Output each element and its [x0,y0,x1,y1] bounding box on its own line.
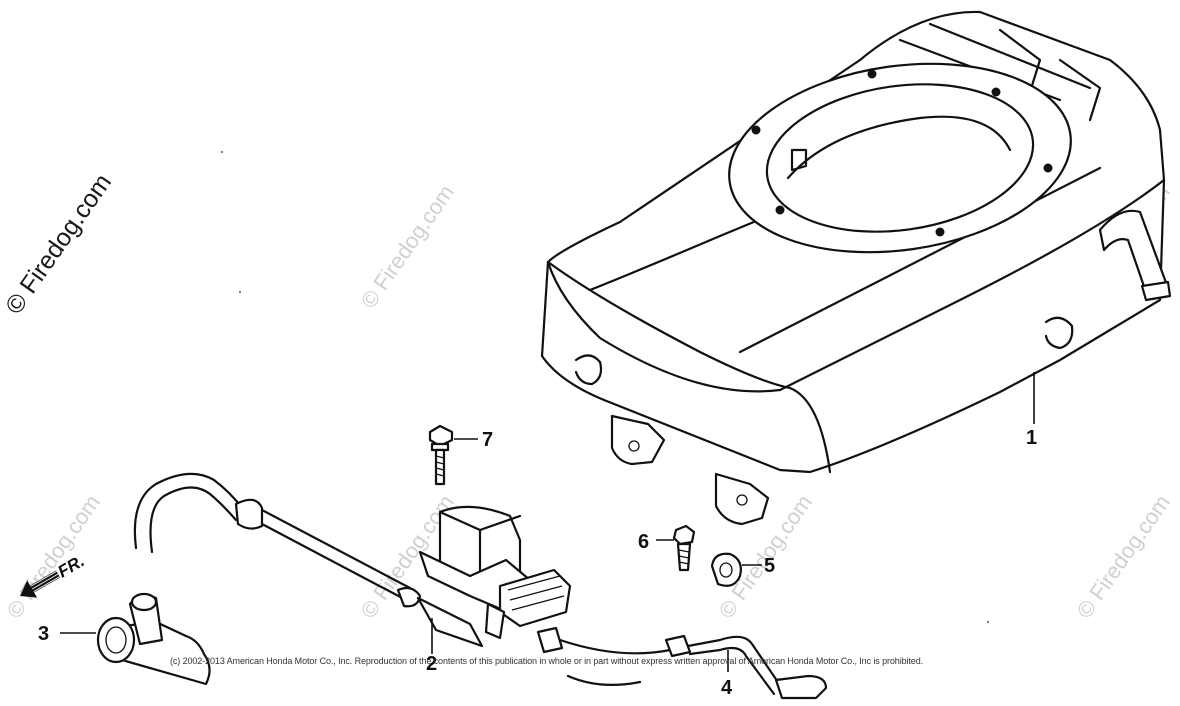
copyright-notice: (c) 2002-2013 American Honda Motor Co., … [170,656,924,666]
watermark-lower-left: © Firedog.com [2,490,105,623]
front-direction-arrow [20,570,61,598]
bolt-part-7 [428,424,478,486]
callout-3: 3 [38,623,49,645]
watermark-large: © Firedog.com [0,169,117,320]
callout-6: 6 [638,531,649,553]
plug-cap-part-3 [60,592,211,686]
ignition-coil-part [133,472,572,654]
callout-5: 5 [764,555,775,577]
callout-4: 4 [721,677,733,699]
bolt-part-6 [656,524,696,572]
fan-cover-part [540,10,1172,526]
watermark-center: © Firedog.com [356,180,459,313]
callout-1: 1 [1026,427,1037,449]
callout-2: 2 [426,653,437,675]
clip-part-5 [710,552,762,587]
callout-7: 7 [482,429,493,451]
watermark-lower-far-right: © Firedog.com [1072,490,1175,623]
stop-wire-part-4 [536,626,828,700]
